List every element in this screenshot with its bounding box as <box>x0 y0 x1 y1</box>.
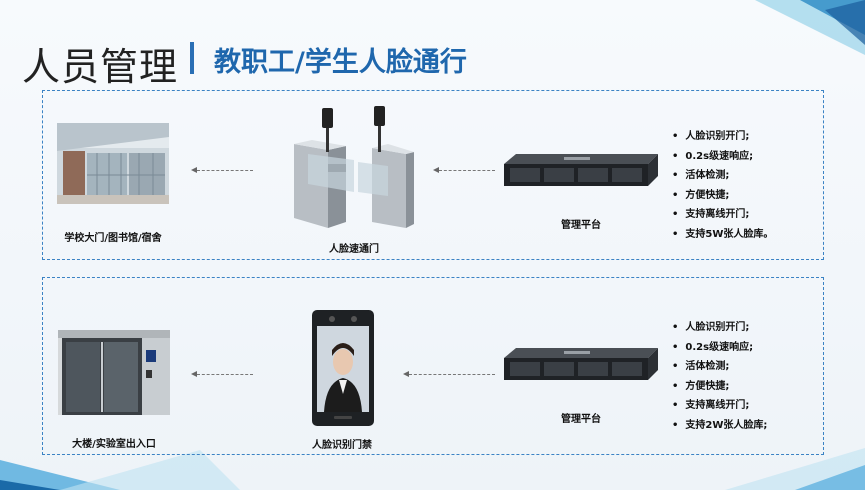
face-recognition-terminal-image <box>312 310 374 426</box>
location-label-building: 大楼/实验室出入口 <box>72 439 156 450</box>
feature-item: 人脸识别开门; <box>672 318 767 338</box>
feature-item: 支持离线开门; <box>672 396 767 416</box>
building-entrance-photo <box>58 330 170 415</box>
server-label-2: 管理平台 <box>561 414 601 425</box>
terminal-label: 人脸识别门禁 <box>312 440 372 451</box>
feature-item: 人脸识别开门; <box>672 127 773 147</box>
corner-decoration-bottom-right <box>725 448 865 490</box>
feature-item: 0.2s级速响应; <box>672 338 767 358</box>
feature-item: 方便快捷; <box>672 377 767 397</box>
page-title: 人员管理 <box>22 45 179 89</box>
flow-arrow-terminal-to-location <box>191 369 253 379</box>
management-platform-server-image <box>504 348 658 380</box>
title-divider <box>190 42 194 74</box>
flow-arrow-server-to-terminal <box>403 369 495 379</box>
feature-list-gate: 人脸识别开门; 0.2s级速响应; 活体检测; 方便快捷; 支持离线开门; 支持… <box>672 127 773 245</box>
feature-item: 活体检测; <box>672 166 773 186</box>
face-speed-gate-image <box>294 106 414 228</box>
page-subtitle: 教职工/学生人脸通行 <box>214 47 467 78</box>
server-label-1: 管理平台 <box>561 220 601 231</box>
feature-list-access: 人脸识别开门; 0.2s级速响应; 活体检测; 方便快捷; 支持离线开门; 支持… <box>672 318 767 436</box>
flow-arrow-server-to-gate <box>433 165 495 175</box>
corner-decoration-top-right <box>755 0 865 55</box>
location-label-campus: 学校大门/图书馆/宿舍 <box>64 233 162 244</box>
feature-item: 活体检测; <box>672 357 767 377</box>
feature-item: 方便快捷; <box>672 186 773 206</box>
campus-building-photo <box>57 123 169 204</box>
feature-item: 0.2s级速响应; <box>672 147 773 167</box>
feature-item: 支持5W张人脸库。 <box>672 225 773 245</box>
gate-label: 人脸速通门 <box>329 244 379 255</box>
flow-arrow-gate-to-location <box>191 165 253 175</box>
feature-item: 支持2W张人脸库; <box>672 416 767 436</box>
section-face-access-panel <box>42 277 824 455</box>
feature-item: 支持离线开门; <box>672 205 773 225</box>
section-face-gate-panel <box>42 90 824 260</box>
management-platform-server-image <box>504 154 658 186</box>
corner-decoration-bottom-left <box>0 450 240 490</box>
